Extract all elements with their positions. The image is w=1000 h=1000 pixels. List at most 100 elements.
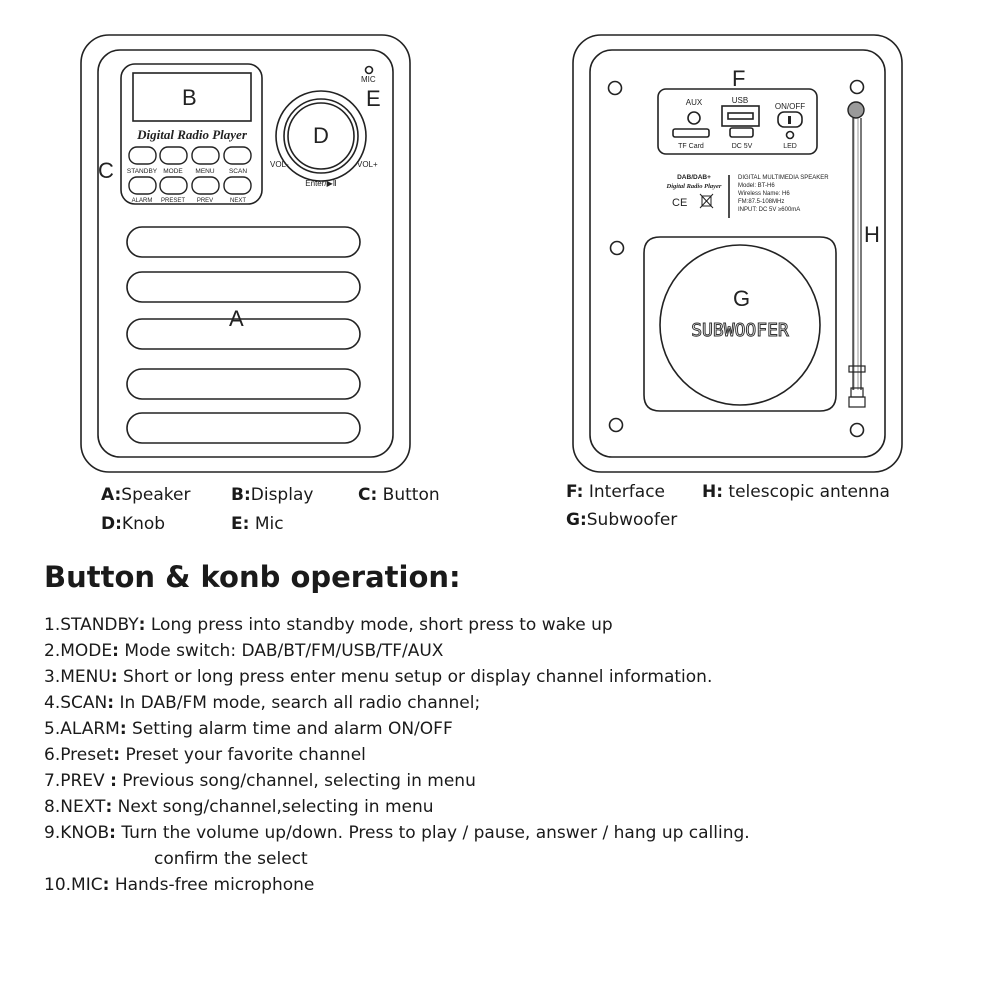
operation-item: 2. MODE: Mode switch: DAB/BT/FM/USB/TF/A… xyxy=(44,641,444,661)
usb-port-inner xyxy=(727,112,754,120)
operation-item: 9. KNOB: Turn the volume up/down. Press … xyxy=(44,820,750,872)
usb-label: USB xyxy=(732,96,748,105)
legend-text: Interface xyxy=(583,482,665,502)
screw-hole xyxy=(849,79,865,95)
subwoofer-frame xyxy=(643,236,837,412)
label-f: F xyxy=(732,66,745,91)
legend-key: A: xyxy=(101,485,122,505)
back-view xyxy=(572,34,903,473)
aux-port[interactable] xyxy=(687,111,701,125)
legend-subwoofer: G:Subwoofer xyxy=(566,510,677,530)
legend-text: Display xyxy=(250,485,314,505)
scan-label: SCAN xyxy=(229,168,247,175)
button-group xyxy=(128,146,252,195)
mode-label: MODE xyxy=(163,168,183,175)
legend-key: C: xyxy=(358,485,378,505)
usb-port[interactable] xyxy=(721,105,760,127)
operations-title: Button & konb operation: xyxy=(44,560,461,594)
scan-button[interactable] xyxy=(223,146,252,165)
speaker-slot xyxy=(126,368,361,400)
brand-dab-text: DAB/DAB+ xyxy=(677,174,711,181)
antenna-joint xyxy=(848,365,866,373)
dc-port[interactable] xyxy=(729,127,754,138)
menu-label: MENU xyxy=(195,168,214,175)
mode-button[interactable] xyxy=(159,146,188,165)
spec-line-3: Wireless Name: H6 xyxy=(738,191,790,197)
menu-button[interactable] xyxy=(191,146,220,165)
legend-antenna: H: telescopic antenna xyxy=(702,482,890,502)
operation-item: 8. NEXT: Next song/channel,selecting in … xyxy=(44,797,434,817)
alarm-label: ALARM xyxy=(132,198,153,204)
legend-key: B: xyxy=(231,485,251,505)
legend-text: Subwoofer xyxy=(586,510,678,530)
power-switch[interactable] xyxy=(777,111,803,128)
display-brand-text: Digital Radio Player xyxy=(136,127,248,142)
legend-text: Mic xyxy=(249,514,284,534)
legend-button: C: Button xyxy=(358,485,440,505)
legend-text: telescopic antenna xyxy=(723,482,890,502)
legend-mic: E: Mic xyxy=(231,514,284,534)
screw-hole xyxy=(607,80,623,96)
speaker-slot xyxy=(126,226,361,258)
operation-item: 7. PREV : Previous song/channel, selecti… xyxy=(44,771,476,791)
knob-ring-outer xyxy=(275,90,367,182)
alarm-button[interactable] xyxy=(128,176,157,195)
preset-button[interactable] xyxy=(159,176,188,195)
tf-card-slot[interactable] xyxy=(672,128,710,138)
legend-display: B:Display xyxy=(231,485,313,505)
back-body-outer xyxy=(572,34,903,473)
screw-hole xyxy=(608,417,624,433)
label-h: H xyxy=(864,222,880,247)
operation-item: 3. MENU: Short or long press enter menu … xyxy=(44,667,713,687)
spec-line-5: INPUT: DC 5V ≥600mA xyxy=(738,207,800,213)
knob[interactable] xyxy=(287,102,355,170)
front-view xyxy=(80,34,411,473)
legend-key: H: xyxy=(702,482,724,502)
telescopic-antenna xyxy=(848,118,866,408)
legend-text: Button xyxy=(377,485,440,505)
label-c: C xyxy=(98,158,114,183)
legend-key: G: xyxy=(566,510,587,530)
spec-line-2: Model: BT-H6 xyxy=(738,183,775,189)
dc-label: DC 5V xyxy=(732,143,753,150)
front-body-inner xyxy=(97,49,394,458)
prev-label: PREV xyxy=(197,198,213,204)
screw-hole xyxy=(849,422,865,438)
standby-label: STANDBY xyxy=(127,168,158,175)
legend-key: E: xyxy=(231,514,250,534)
legend-speaker: A:Speaker xyxy=(101,485,190,505)
speaker-grille xyxy=(126,226,361,444)
operation-item: 10.MIC: Hands-free microphone xyxy=(44,875,315,895)
knob-enter-label: Enter/▶Ⅱ xyxy=(305,179,336,188)
legend-text: Knob xyxy=(121,514,166,534)
label-e: E xyxy=(366,86,381,111)
speaker-slot xyxy=(126,412,361,444)
operation-continuation: confirm the select xyxy=(154,849,308,869)
back-text: F AUX USB ON/OFF TF Card DC 5V LED DAB/D… xyxy=(666,66,880,342)
antenna-base xyxy=(848,396,866,408)
next-button[interactable] xyxy=(223,176,252,195)
front-body-outer xyxy=(80,34,411,473)
display-panel xyxy=(120,63,263,205)
next-label: NEXT xyxy=(230,198,246,204)
legend-key: F: xyxy=(566,482,584,502)
knob-vol-plus-label: VOL+ xyxy=(357,160,378,169)
ce-mark: CE xyxy=(672,197,687,209)
mic-label: MIC xyxy=(361,75,376,84)
prev-button[interactable] xyxy=(191,176,220,195)
led-label: LED xyxy=(783,143,797,150)
antenna-tip xyxy=(847,101,865,119)
speaker-slot xyxy=(126,318,361,350)
standby-button[interactable] xyxy=(128,146,157,165)
speaker-slot xyxy=(126,271,361,303)
label-a: A xyxy=(229,306,244,331)
switch-toggle xyxy=(788,116,791,124)
display-screen xyxy=(132,72,252,122)
operation-item: 4. SCAN: In DAB/FM mode, search all radi… xyxy=(44,693,481,713)
legend-interface: F: Interface xyxy=(566,482,665,502)
weee-bin-icon xyxy=(699,193,714,209)
led-indicator xyxy=(785,130,795,140)
back-body-inner xyxy=(589,49,886,458)
screw-hole xyxy=(609,240,625,256)
